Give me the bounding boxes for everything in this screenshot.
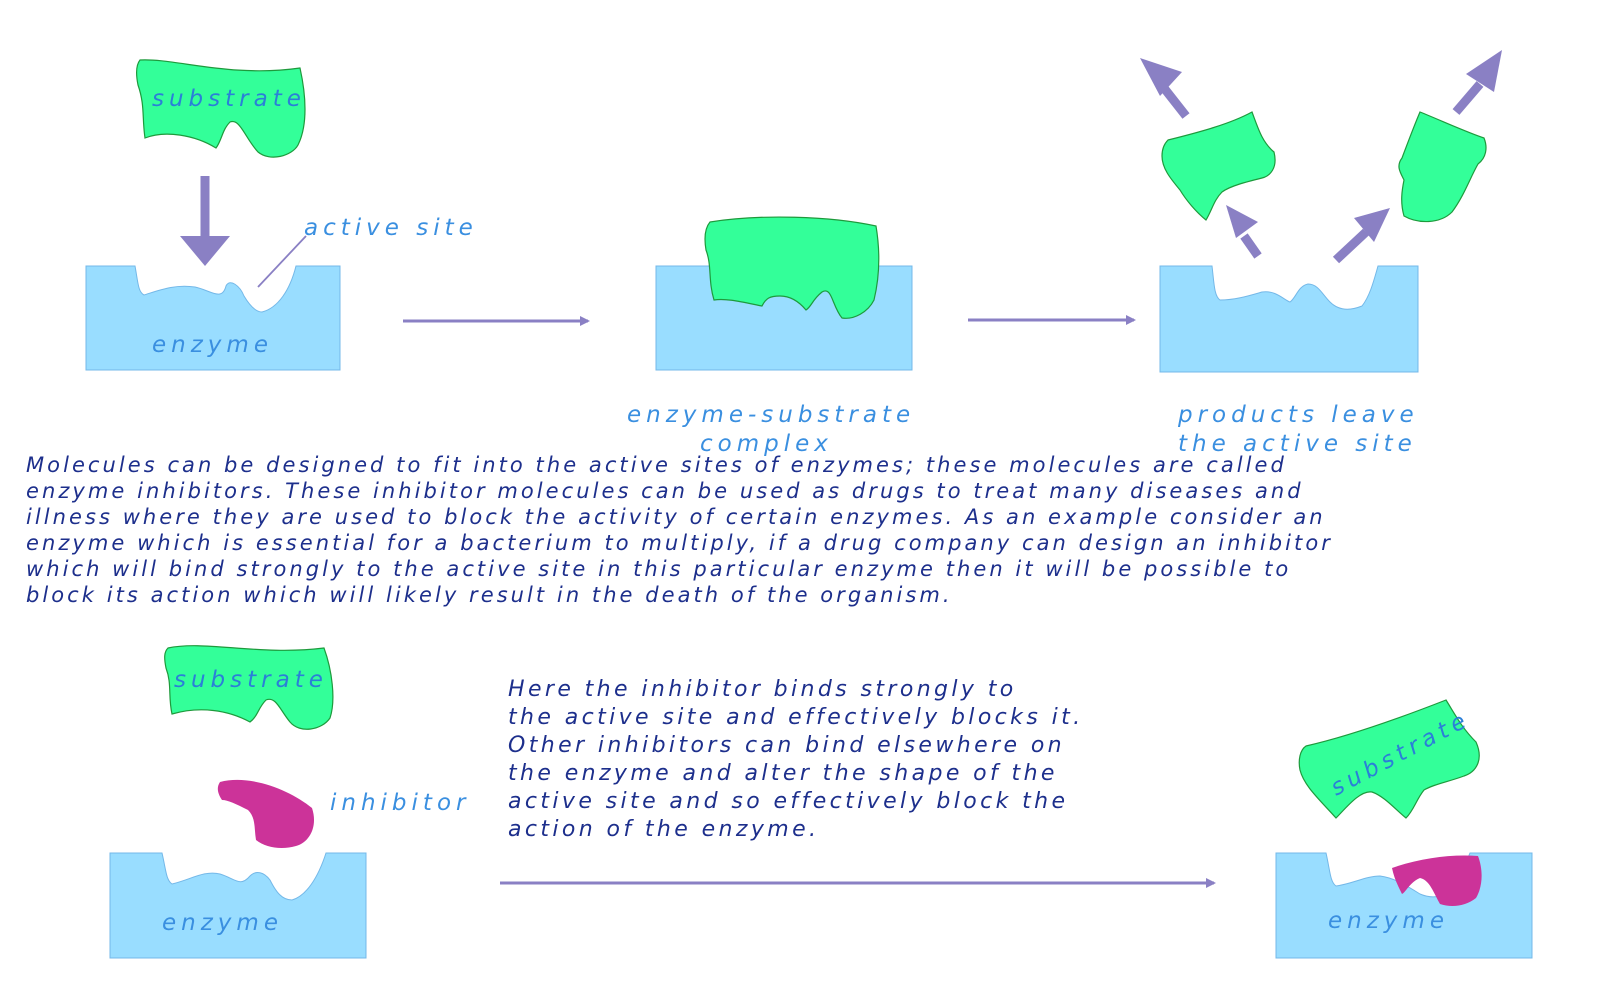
inhibitor-note: Here the inhibitor binds strongly to the… — [508, 676, 1228, 844]
exit-arrow-head — [1354, 208, 1390, 242]
blocked-substrate-shape — [1298, 699, 1480, 819]
intro-line: block its action which will likely resul… — [26, 583, 953, 607]
complex-label-line1: enzyme-substrate — [627, 402, 915, 428]
note-line: Here the inhibitor binds strongly to — [508, 677, 1017, 702]
intro-paragraph: Molecules can be designed to fit into th… — [26, 452, 1586, 608]
enzyme-shape — [109, 852, 367, 959]
active-site-label: active site — [304, 215, 478, 241]
exit-arrow-head — [1140, 58, 1182, 96]
product-shape-right — [1398, 111, 1487, 223]
panel-complex: enzyme-substrate complex — [627, 216, 915, 457]
intro-line: which will bind strongly to the active s… — [26, 557, 1292, 581]
inhibitor-shape — [217, 779, 315, 848]
active-site-pointer — [257, 235, 307, 288]
complex-label-line2: complex — [700, 431, 833, 457]
substrate-shape — [136, 59, 306, 158]
note-line: Other inhibitors can bind elsewhere on — [508, 733, 1066, 758]
note-line: the enzyme and alter the shape of the — [508, 761, 1058, 786]
intro-line: enzyme inhibitors. These inhibitor molec… — [26, 479, 1304, 503]
down-arrow-head — [180, 236, 230, 266]
note-line: active site and so effectively block the — [508, 789, 1069, 814]
intro-line: illness where they are used to block the… — [26, 505, 1326, 529]
bound-inhibitor-shape — [1392, 855, 1482, 906]
exit-arrow-head — [1466, 50, 1502, 92]
enzyme-label: enzyme — [152, 332, 273, 358]
note-line: the active site and effectively blocks i… — [508, 705, 1084, 730]
bound-substrate-shape — [704, 216, 880, 319]
exit-arrow-right-top — [1452, 81, 1484, 115]
enzyme-label: enzyme — [162, 910, 283, 936]
panel-products: products leave the active site — [1140, 50, 1502, 457]
products-label-line2: the active site — [1178, 431, 1417, 457]
product-shape-left — [1161, 111, 1276, 221]
substrate-shape — [164, 645, 334, 730]
exit-arrow-left-bottom — [1240, 233, 1262, 259]
panel-substrate-approach: substrate active site enzyme — [85, 59, 478, 371]
exit-arrow-left-top — [1160, 85, 1190, 119]
inhibitor-label: inhibitor — [330, 790, 470, 816]
intro-line: Molecules can be designed to fit into th… — [26, 453, 1287, 477]
panel-inhibitor-approach: substrate inhibitor enzyme — [109, 645, 470, 959]
intro-line: enzyme which is essential for a bacteriu… — [26, 531, 1333, 555]
products-label-line1: products leave — [1177, 402, 1419, 428]
panel-inhibitor-bound: substrate enzyme — [1275, 699, 1533, 959]
exit-arrow-right-bottom — [1332, 228, 1370, 264]
exit-arrow-head — [1226, 205, 1258, 238]
enzyme-shape — [1159, 265, 1419, 373]
substrate-label: substrate — [174, 667, 328, 693]
note-line: action of the enzyme. — [508, 817, 820, 842]
enzyme-shape — [85, 265, 341, 371]
enzyme-label: enzyme — [1328, 908, 1449, 934]
substrate-label: substrate — [152, 86, 306, 112]
